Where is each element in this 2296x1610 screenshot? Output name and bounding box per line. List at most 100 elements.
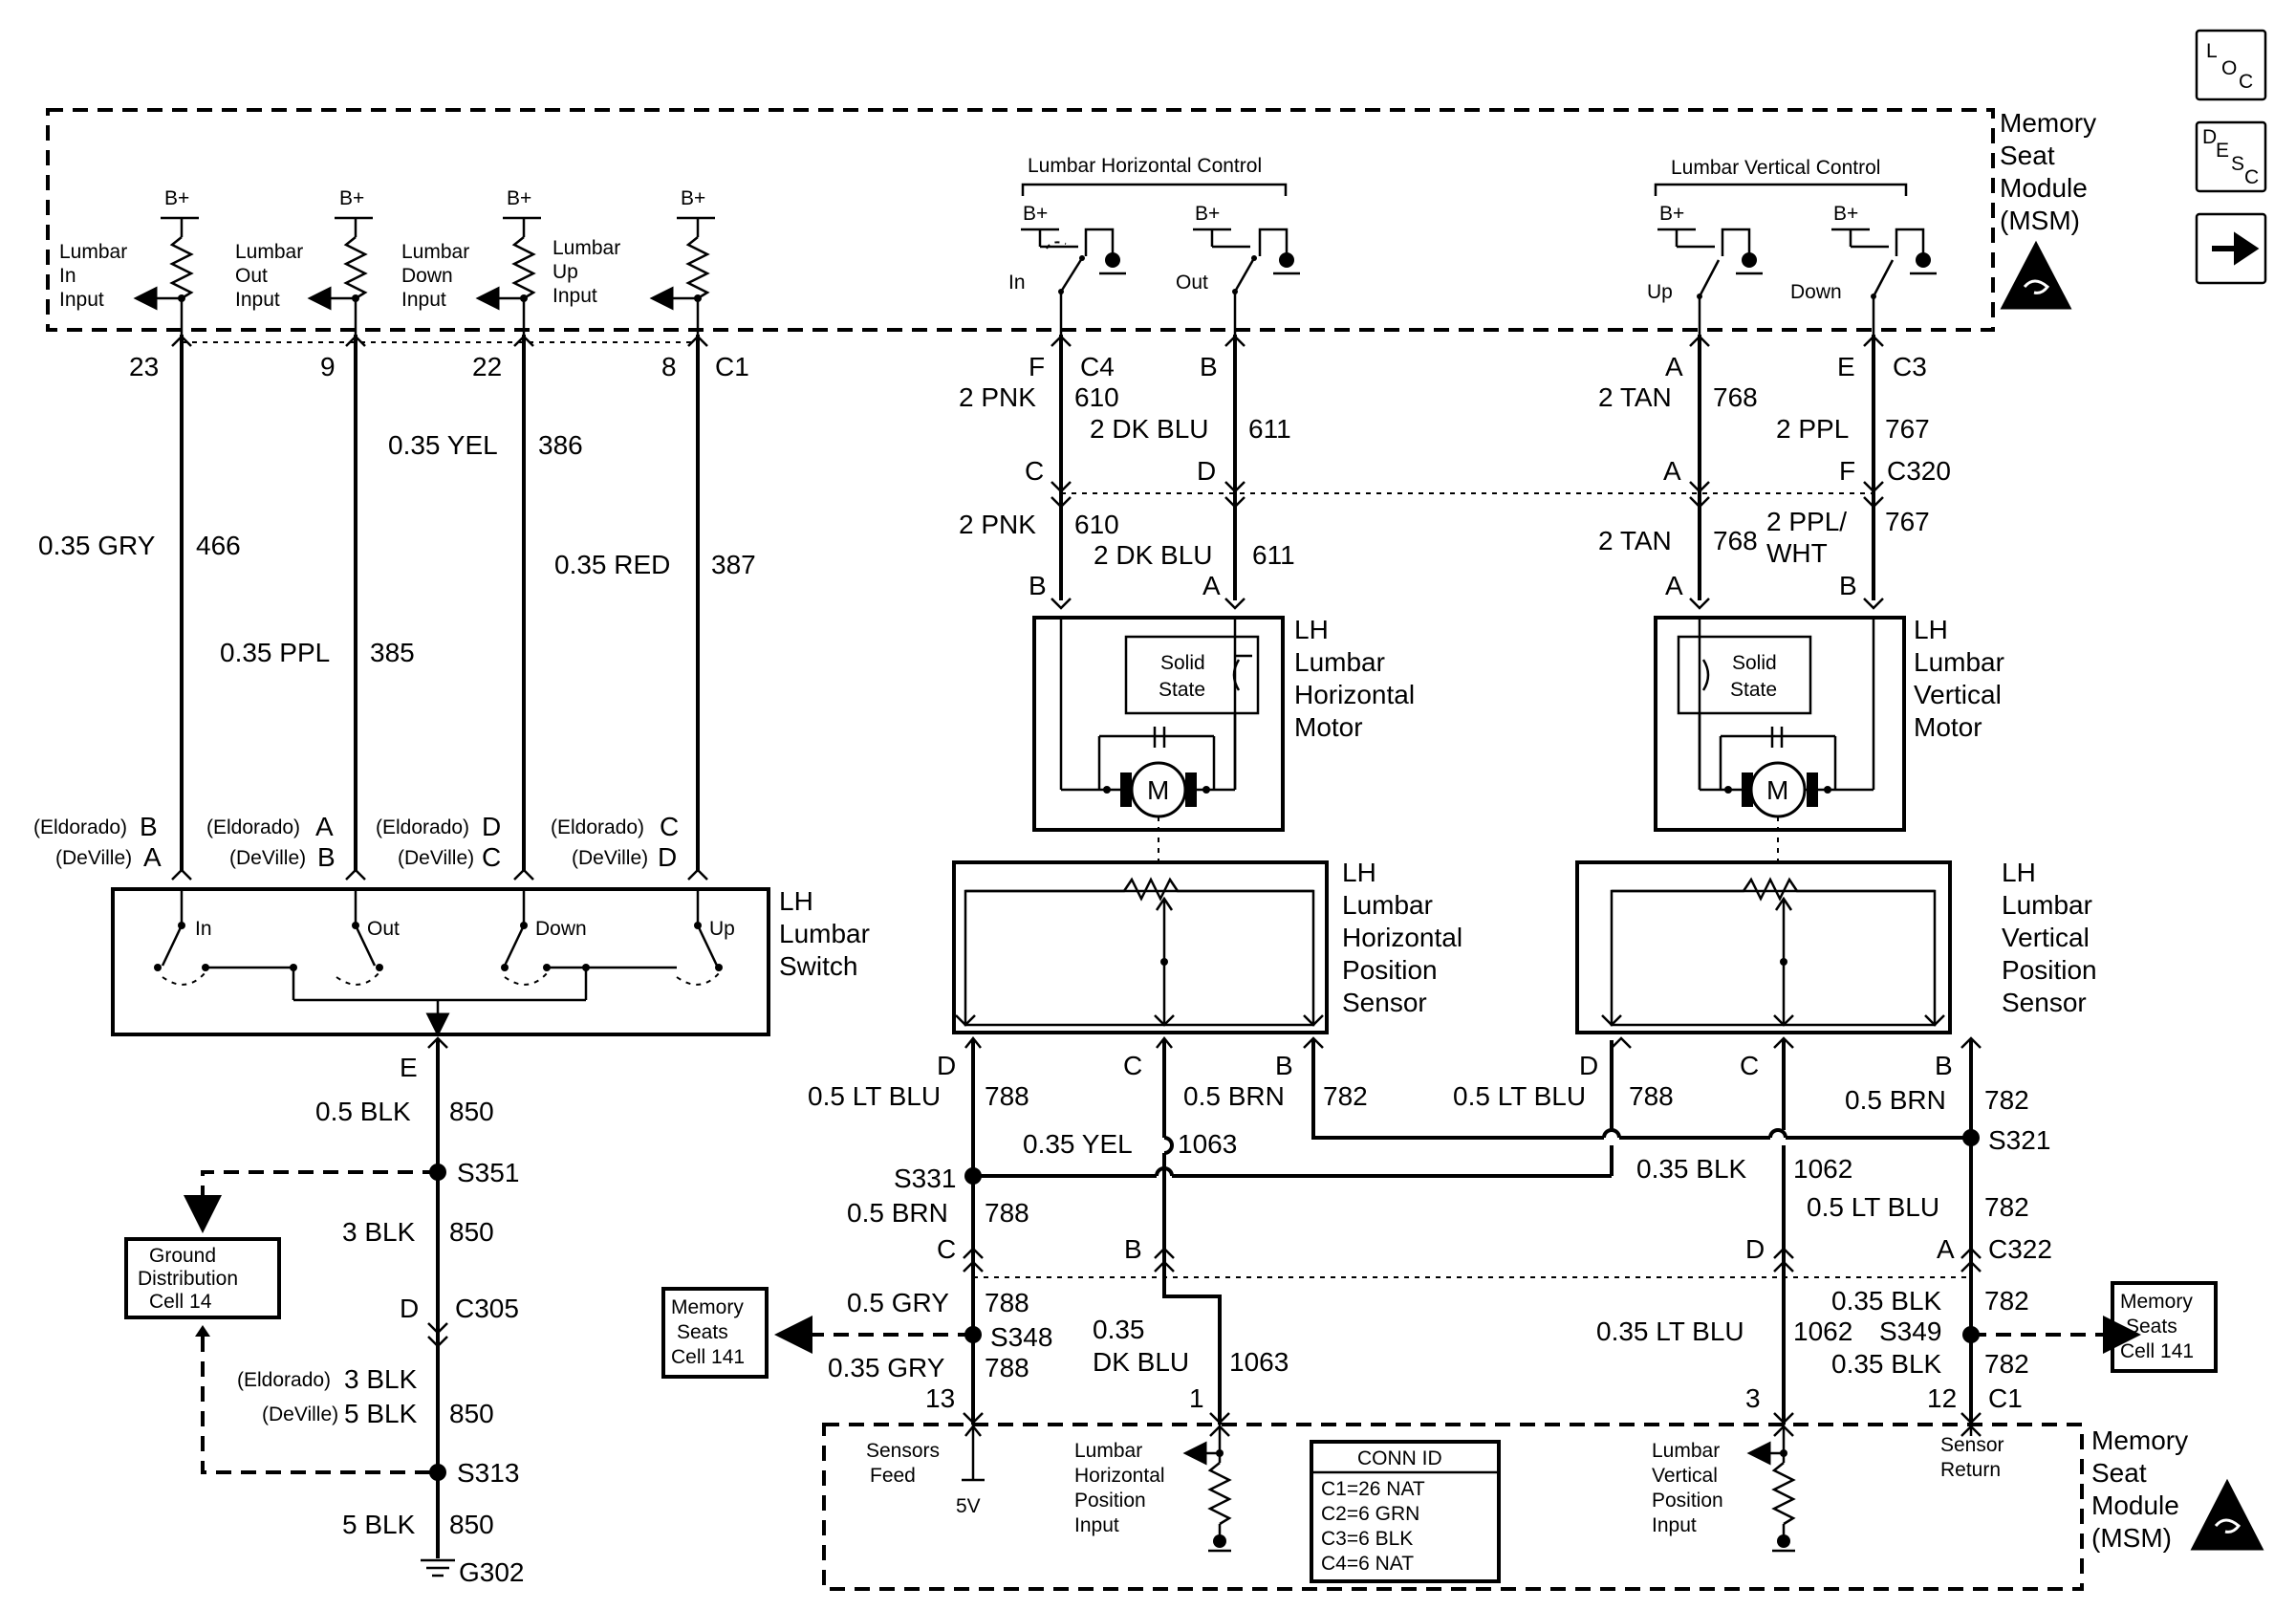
svg-text:Input: Input	[235, 289, 280, 311]
circuit-number: 1062	[1793, 1316, 1852, 1346]
svg-text:A: A	[143, 842, 162, 872]
pin-23: 23	[129, 352, 159, 381]
svg-text:Sensor: Sensor	[1940, 1434, 2004, 1456]
svg-text:Lumbar: Lumbar	[552, 237, 620, 259]
connector-c4: C4	[1080, 352, 1115, 381]
c320-pin-f: F	[1839, 456, 1855, 486]
c305-pin: D	[400, 1294, 419, 1323]
circuit-number: 768	[1713, 526, 1758, 555]
msm-bottom-circuits: 5V Sensors Feed Lumbar Horizontal Positi…	[866, 1424, 2004, 1553]
sensor-label: LH	[2002, 858, 2036, 887]
svg-text:(DeVille): (DeVille)	[398, 847, 474, 869]
pin-13: 13	[925, 1383, 955, 1413]
svg-text:Horizontal: Horizontal	[1074, 1465, 1165, 1487]
svg-text:A: A	[315, 812, 334, 841]
wire-color: 0.35 YEL	[1023, 1129, 1133, 1159]
wire-color: 0.5 BRN	[1845, 1085, 1946, 1115]
wire-color: 5 BLK	[342, 1510, 416, 1539]
pin-3: 3	[1745, 1383, 1761, 1413]
wire-color: 2 TAN	[1598, 526, 1672, 555]
svg-text:In: In	[195, 918, 212, 940]
svg-text:Lumbar Vertical Control: Lumbar Vertical Control	[1671, 157, 1880, 179]
circuit-number: 788	[985, 1353, 1029, 1382]
wire-color: 0.5 GRY	[847, 1288, 949, 1317]
wire-color: 0.35 LT BLU	[1596, 1316, 1744, 1346]
memory-seats-ref-right[interactable]: Memory Seats Cell 141	[2111, 1281, 2218, 1373]
loc-icon[interactable]: LOC	[2195, 29, 2267, 101]
pin-22: 22	[472, 352, 502, 381]
memory-seats-ref-left[interactable]: Memory Seats Cell 141	[661, 1287, 769, 1379]
sensor-pin-c: C	[1123, 1051, 1142, 1080]
variant-label: (DeVille)	[262, 1403, 338, 1425]
wire-color: 0.5 LT BLU	[1807, 1192, 1939, 1222]
circuit-number: 768	[1713, 382, 1758, 412]
sensor-label: Lumbar	[1342, 890, 1433, 920]
esd-warning-icon	[2000, 240, 2072, 310]
svg-text:Lumbar: Lumbar	[1652, 1440, 1720, 1462]
circuit-number: 850	[449, 1217, 494, 1247]
c320-pin-d: D	[1197, 456, 1216, 486]
circuit-number: 782	[1323, 1081, 1368, 1111]
svg-text:Position: Position	[1074, 1490, 1146, 1512]
wire-color: 0.35 RED	[554, 550, 670, 579]
splice-s349: S349	[1879, 1316, 1941, 1346]
motor-label: Motor	[1914, 712, 1982, 742]
svg-text:Input: Input	[1074, 1514, 1119, 1536]
svg-text:(Eldorado): (Eldorado)	[33, 816, 127, 838]
wire-color: 2 PNK	[959, 510, 1036, 539]
sensor-label: Lumbar	[2002, 890, 2092, 920]
splice-s351: S351	[457, 1158, 519, 1187]
svg-text:Lumbar: Lumbar	[401, 241, 469, 263]
svg-text:D: D	[2202, 126, 2217, 148]
svg-text:(Eldorado): (Eldorado)	[376, 816, 469, 838]
svg-text:B+: B+	[164, 187, 189, 209]
c320-pin-a: A	[1663, 456, 1681, 486]
svg-text:C4=6 NAT: C4=6 NAT	[1321, 1553, 1414, 1575]
wire-color: 2 PPL/	[1766, 507, 1847, 536]
svg-text:Memory: Memory	[2091, 1425, 2188, 1455]
c320-pin-c: C	[1025, 456, 1044, 486]
next-arrow-icon[interactable]	[2195, 212, 2267, 285]
circuit-number: 782	[1984, 1085, 2029, 1115]
lh-lumbar-vertical-position-sensor	[1575, 860, 1952, 1034]
sensor-pin-d: D	[1579, 1051, 1598, 1080]
svg-text:B+: B+	[339, 187, 364, 209]
wire-color: 0.35 YEL	[388, 430, 498, 460]
ground-distribution-ref[interactable]: Ground Distribution Cell 14	[124, 1237, 281, 1319]
wire-color: 0.35 BLK	[1636, 1154, 1747, 1184]
svg-text:Distribution: Distribution	[138, 1268, 238, 1290]
sensor-label: Vertical	[2002, 923, 2090, 952]
circuit-number: 850	[449, 1399, 494, 1428]
circuit-number: 788	[985, 1081, 1029, 1111]
msm-input-circuits: B+ B+ B+ B+	[59, 187, 715, 335]
svg-text:B+: B+	[1023, 203, 1048, 225]
svg-text:Lumbar: Lumbar	[1074, 1440, 1142, 1462]
circuit-number: 387	[711, 550, 756, 579]
circuit-number: 610	[1074, 382, 1119, 412]
circuit-number: 850	[449, 1097, 494, 1126]
svg-text:Down: Down	[401, 265, 453, 287]
wire-color: 0.35 BLK	[1831, 1349, 1942, 1379]
splice-s313: S313	[457, 1458, 519, 1488]
circuit-number: 610	[1074, 510, 1119, 539]
splice-s348: S348	[990, 1322, 1052, 1352]
msm-bottom-boundary	[822, 1423, 2084, 1591]
wire-color: 0.35	[1093, 1315, 1145, 1344]
svg-text:Lumbar: Lumbar	[235, 241, 303, 263]
sensor-label: Sensor	[2002, 988, 2087, 1017]
sensor-label: Position	[1342, 955, 1438, 985]
svg-text:B+: B+	[1833, 203, 1858, 225]
wire-color: 0.5 BRN	[1183, 1081, 1285, 1111]
sensor-pin-b: B	[1935, 1051, 1953, 1080]
pin-b: B	[1200, 352, 1218, 381]
sensor-label: Horizontal	[1342, 923, 1462, 952]
svg-text:Memory: Memory	[2120, 1291, 2193, 1313]
pin-f: F	[1029, 352, 1045, 381]
svg-text:B: B	[317, 842, 336, 872]
circuit-number: 767	[1885, 507, 1930, 536]
svg-text:Position: Position	[1652, 1490, 1723, 1512]
wire-color: 0.5 LT BLU	[1453, 1081, 1586, 1111]
circuit-number: 782	[1984, 1349, 2029, 1379]
